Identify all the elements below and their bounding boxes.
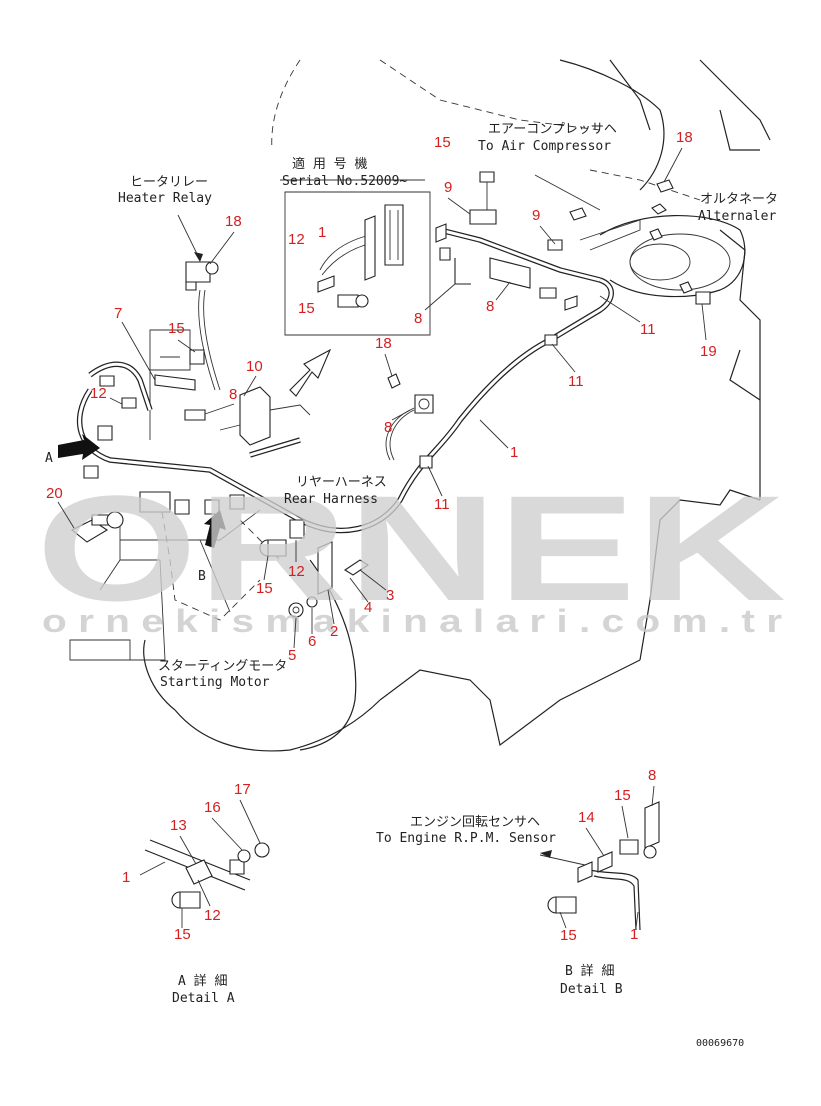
- callout-8-d: 8: [384, 419, 392, 436]
- callout-17: 17: [234, 781, 251, 798]
- label-view-b: B: [198, 569, 206, 584]
- callout-10: 10: [246, 358, 263, 375]
- parts: [70, 171, 711, 618]
- callout-11-b: 11: [568, 373, 584, 390]
- label-starting-motor: Starting Motor: [160, 675, 270, 690]
- callout-9-left: 9: [444, 179, 452, 196]
- alternator: [579, 203, 746, 298]
- arrows: [58, 174, 601, 866]
- callout-9-right: 9: [532, 207, 540, 224]
- callout-3: 3: [386, 587, 394, 604]
- callout-2: 2: [330, 623, 338, 640]
- callouts: 15 9 9 18 12 1 15 18 7 15 8 8 11 19 10 1…: [46, 129, 717, 944]
- engine-outline: [69, 59, 771, 752]
- drawing-code: 00069670: [696, 1038, 744, 1049]
- callout-8-c: 8: [229, 386, 237, 403]
- label-alternator-jp: オルタネータ: [700, 192, 778, 207]
- callout-14: 14: [578, 809, 595, 826]
- label-detail-a-jp: A 詳 細: [178, 973, 227, 989]
- callout-1-detail-a: 1: [122, 869, 130, 886]
- detail-b: [547, 801, 660, 931]
- callout-12-mid: 12: [288, 563, 305, 580]
- label-to-air-compressor: To Air Compressor: [478, 139, 611, 154]
- watermark-site: o r n e k i s m a k i n a l a r i . c o …: [42, 603, 782, 639]
- heater-relay-wire: [198, 289, 221, 391]
- callout-1-inset: 1: [318, 224, 326, 241]
- label-engine-rpm-jp: エンジン回転センサヘ: [410, 815, 540, 830]
- label-rear-harness: Rear Harness: [284, 492, 378, 507]
- callout-13: 13: [170, 817, 187, 834]
- callout-11-c: 11: [434, 496, 450, 513]
- label-heater-relay-jp: ヒータリレー: [130, 175, 208, 190]
- callout-20: 20: [46, 485, 63, 502]
- label-to-air-compressor-jp: エアーコンプレッサヘ: [488, 122, 617, 137]
- callout-15-detail-b2: 15: [560, 927, 577, 944]
- label-serial: Serial No.52009~: [282, 174, 407, 189]
- callout-18-right: 18: [676, 129, 693, 146]
- callout-12-detail-a: 12: [204, 907, 221, 924]
- watermark: ORNEK o r n e k i s m a k i n a l a r i …: [36, 464, 786, 639]
- upper-harness: [88, 227, 601, 411]
- callout-7: 7: [114, 305, 122, 322]
- labels: エアーコンプレッサヘ To Air Compressor 適 用 号 機 Ser…: [45, 122, 778, 1049]
- callout-12-left: 12: [90, 385, 107, 402]
- callout-16: 16: [204, 799, 221, 816]
- callout-1-detail-b: 1: [630, 926, 638, 943]
- callout-11-a: 11: [640, 321, 656, 338]
- label-detail-b: Detail B: [560, 982, 623, 997]
- label-rear-harness-jp: リヤーハーネス: [296, 475, 387, 490]
- callout-19: 19: [700, 343, 717, 360]
- callout-15-inset: 15: [298, 300, 315, 317]
- label-engine-rpm: To Engine R.P.M. Sensor: [376, 831, 556, 846]
- callout-18-heater: 18: [225, 213, 242, 230]
- callout-15-top: 15: [434, 134, 451, 151]
- callout-8-a: 8: [414, 310, 422, 327]
- callout-5: 5: [288, 647, 296, 664]
- label-detail-b-jp: B 詳 細: [565, 963, 614, 979]
- label-view-a: A: [45, 451, 53, 466]
- serial-inset: [280, 179, 431, 336]
- callout-4: 4: [364, 599, 372, 616]
- callout-1-main: 1: [510, 444, 518, 461]
- watermark-brand: ORNEK: [36, 464, 786, 632]
- callout-15-detail-b: 15: [614, 787, 631, 804]
- callout-18-mid: 18: [375, 335, 392, 352]
- callout-15-detail-a: 15: [174, 926, 191, 943]
- label-serial-jp: 適 用 号 機: [292, 156, 367, 172]
- callout-8-b: 8: [486, 298, 494, 315]
- callout-8-detail-b: 8: [648, 767, 656, 784]
- label-alternator: Alternaler: [698, 209, 776, 224]
- callout-15-mid: 15: [168, 320, 185, 337]
- callout-15-low: 15: [256, 580, 273, 597]
- label-detail-a: Detail A: [172, 991, 235, 1006]
- rear-harness-stub: [249, 437, 301, 458]
- leader-lines: [57, 147, 707, 929]
- callout-6: 6: [308, 633, 316, 650]
- callout-12-inset: 12: [288, 231, 305, 248]
- label-heater-relay: Heater Relay: [118, 191, 212, 206]
- detail-a: [139, 839, 270, 909]
- label-starting-motor-jp: スターティングモータ: [158, 659, 287, 674]
